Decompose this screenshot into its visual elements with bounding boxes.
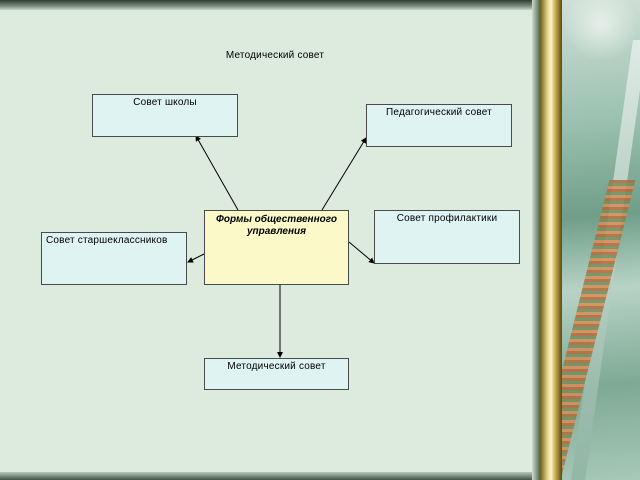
top-decorative-bar <box>0 0 540 10</box>
arrow-to-senior-students-council <box>187 253 205 263</box>
node-methodical-council: Методический совет <box>204 358 349 390</box>
node-senior-students-council: Совет старшеклассников <box>41 232 187 285</box>
diagram-title: Методический совет <box>225 50 325 61</box>
node-prevention-council: Совет профилактики <box>374 210 520 264</box>
node-pedagogical-council: Педагогический совет <box>366 104 512 147</box>
bottom-decorative-bar <box>0 472 540 480</box>
arrow-to-school-council <box>195 135 239 211</box>
slide-edge <box>532 0 540 480</box>
gold-decorative-band <box>540 0 562 480</box>
arrow-to-prevention-council <box>348 241 375 264</box>
node-school-council: Совет школы <box>92 94 238 137</box>
decorative-curtain-image <box>562 0 640 480</box>
arrow-to-pedagogical-council <box>321 137 367 211</box>
node-center-governance-forms: Формы общественного управления <box>204 210 349 285</box>
curtain-highlight <box>562 0 640 60</box>
